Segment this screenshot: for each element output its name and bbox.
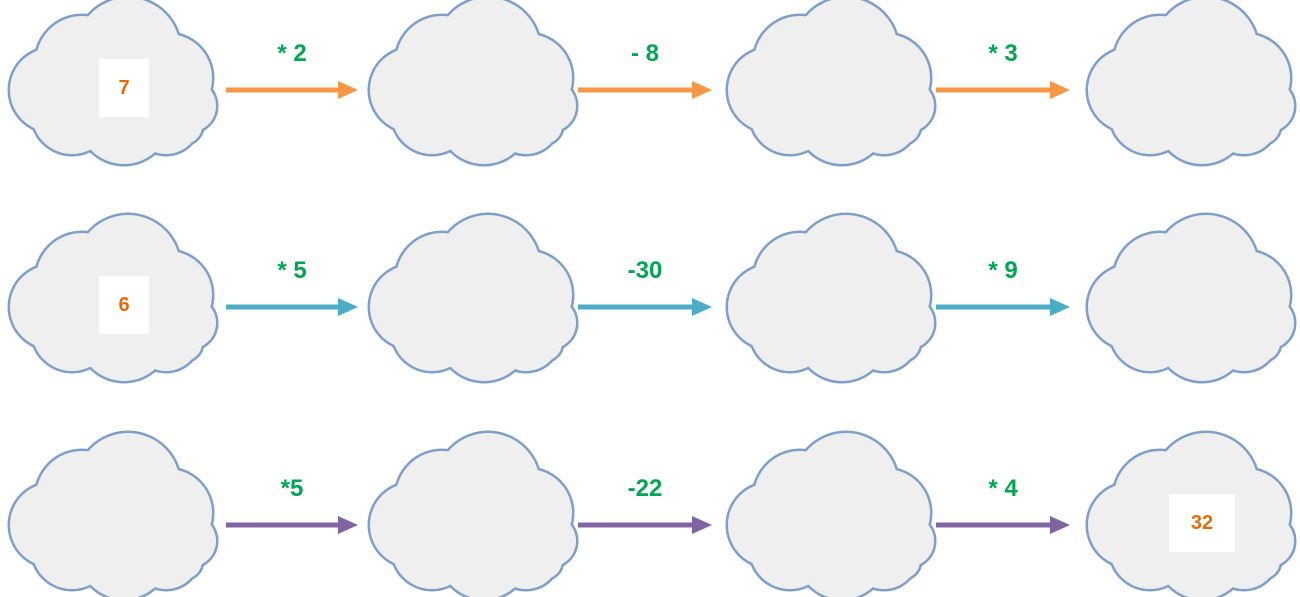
cloud-1-2: [370, 0, 576, 164]
operation-label: * 4: [988, 475, 1018, 502]
cloud-3-2: [370, 433, 576, 597]
number-box: 32: [1169, 494, 1235, 552]
operation-label: * 3: [988, 40, 1018, 67]
arrow-3-3: [936, 516, 1070, 534]
arrow-3-2: [578, 516, 712, 534]
operation-label: -22: [627, 475, 663, 502]
operation-label: * 2: [277, 40, 307, 67]
operation-label: -30: [627, 257, 663, 284]
cloud-2-2: [370, 215, 576, 381]
arrow-2-3: [936, 298, 1070, 316]
arrow-1-3: [936, 81, 1070, 99]
cloud-1-4: [1088, 0, 1294, 164]
cloud-1-3: [728, 0, 934, 164]
arrow-2-1: [226, 298, 358, 316]
number-box: 6: [99, 276, 149, 334]
cloud-2-3: [728, 215, 934, 381]
operation-label: * 5: [277, 257, 307, 284]
number-box: 7: [99, 59, 149, 117]
cloud-3-1: [10, 433, 216, 597]
cloud-2-4: [1088, 215, 1294, 381]
operation-label: *5: [280, 475, 304, 502]
cloud-3-3: [728, 433, 934, 597]
arrow-3-1: [226, 516, 358, 534]
arrow-1-2: [578, 81, 712, 99]
arrow-1-1: [226, 81, 358, 99]
operation-label: - 8: [630, 40, 660, 67]
arrow-2-2: [578, 298, 712, 316]
operation-label: * 9: [988, 257, 1018, 284]
